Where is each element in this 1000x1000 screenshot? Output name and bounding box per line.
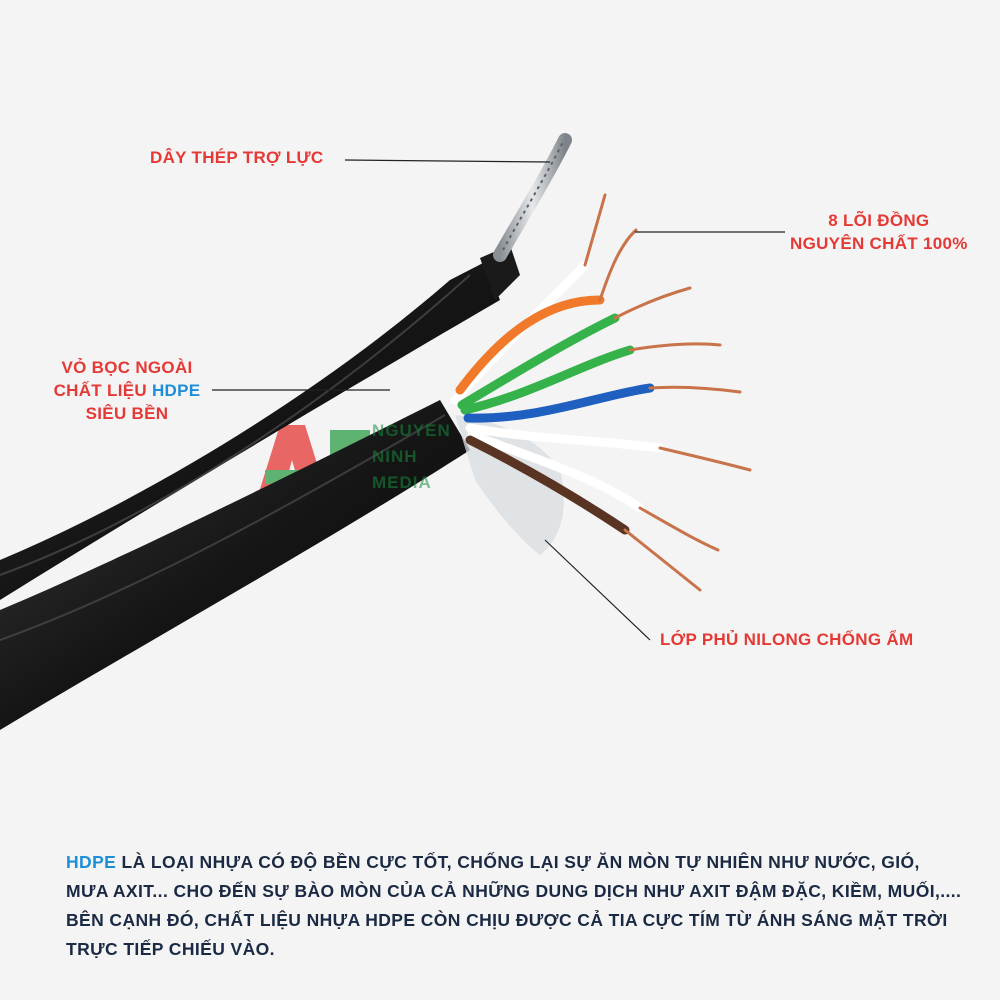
main-cable-jacket [0, 400, 470, 730]
leader-lines [212, 159, 785, 641]
jacket-label-prefix: CHẤT LIỆU [53, 381, 152, 400]
steel-support-jacket [0, 245, 520, 600]
steel-wire-label-text: DÂY THÉP TRỢ LỰC [150, 148, 324, 167]
jacket-label-line3: SIÊU BỀN [85, 404, 169, 423]
copper-wires [450, 193, 752, 592]
copper-label-line1: 8 LÕI ĐỒNG [828, 211, 930, 230]
jacket-label-hdpe: HDPE [151, 381, 201, 400]
steel-wire-label: DÂY THÉP TRỢ LỰC [150, 146, 324, 169]
copper-label-line2: NGUYÊN CHẤT 100% [790, 234, 968, 253]
nylon-layer-label-text: LỚP PHỦ NILONG CHỐNG ẨM [660, 630, 914, 649]
watermark-text: NGUYEN NINH MEDIA [372, 418, 451, 496]
watermark-line1: NGUYEN [372, 421, 451, 440]
outer-jacket-label: VỎ BỌC NGOÀI CHẤT LIỆU HDPE SIÊU BỀN [32, 356, 222, 425]
hdpe-caption: HDPE LÀ LOẠI NHỰA CÓ ĐỘ BỀN CỰC TỐT, CHỐ… [66, 848, 966, 964]
steel-wire [493, 133, 572, 262]
jacket-label-line2: CHẤT LIỆU HDPE [32, 379, 222, 402]
watermark-line3: MEDIA [372, 473, 432, 492]
nylon-layer-label: LỚP PHỦ NILONG CHỐNG ẨM [660, 628, 913, 651]
jacket-label-line1: VỎ BỌC NGOÀI [61, 358, 193, 377]
caption-hdpe: HDPE [66, 852, 117, 872]
copper-cores-label: 8 LÕI ĐỒNG NGUYÊN CHẤT 100% [790, 209, 968, 255]
watermark-line2: NINH [372, 447, 418, 466]
caption-text: LÀ LOẠI NHỰA CÓ ĐỘ BỀN CỰC TỐT, CHỐNG LẠ… [66, 852, 962, 959]
